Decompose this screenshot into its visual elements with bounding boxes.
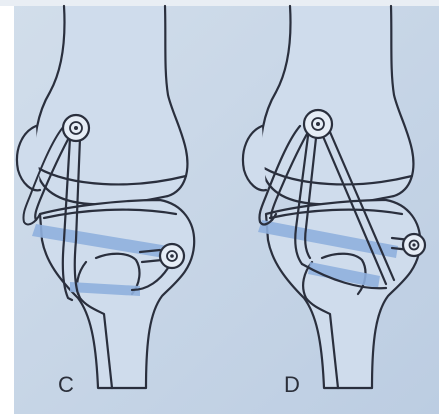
washer-c-femoral — [63, 115, 89, 141]
washer-d-tibial — [403, 234, 425, 256]
panel-label-c: C — [58, 372, 74, 397]
page-left-edge — [0, 0, 14, 414]
panel-label-d: D — [284, 372, 300, 397]
page-top-edge — [0, 0, 439, 6]
washer-c-tibial — [160, 244, 184, 268]
washer-d-femoral — [304, 110, 332, 138]
